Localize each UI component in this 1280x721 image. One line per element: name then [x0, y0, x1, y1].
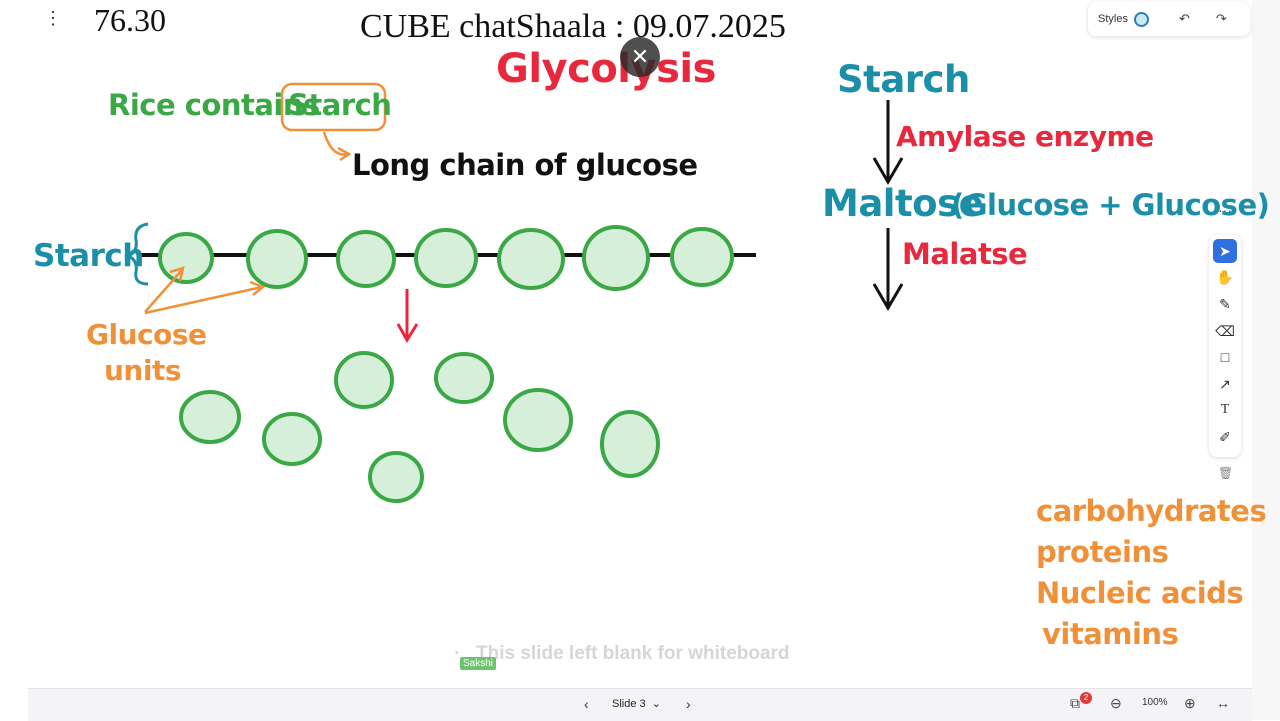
starch-left-label: Starch [33, 238, 144, 274]
pointer-arrow-starch-head [337, 146, 352, 162]
menu-dots-icon[interactable]: ⋮ [44, 8, 62, 28]
zoom-level: 100% [1142, 697, 1168, 708]
chain-circle [414, 228, 478, 288]
slide-selector[interactable]: Slide 3 ⌄ [612, 698, 661, 710]
glucose-units-line1: Glucose [86, 318, 207, 351]
tool-palette: ➤ ✋ ✎ ⌫ □ ↗ T ✐ [1209, 235, 1241, 457]
glucose-pointer-arrow [144, 285, 263, 315]
chain-circle [336, 230, 396, 288]
rice-contains-label: Rice contains [108, 88, 320, 122]
free-glucose-circle [503, 388, 573, 452]
chain-circle [582, 225, 650, 291]
fit-width-icon[interactable]: ↔ [1216, 695, 1230, 711]
starch-brace [123, 222, 149, 286]
free-glucose-circle [368, 451, 424, 503]
notification-badge: 2 [1080, 692, 1092, 704]
pathway-arrow-2-head [872, 283, 904, 311]
rectangle-icon[interactable]: □ [1220, 349, 1230, 365]
arrow-icon[interactable]: ↗ [1219, 375, 1231, 392]
pencil-icon[interactable]: ✎ [1219, 295, 1231, 312]
chain-circle [670, 227, 734, 287]
text-icon[interactable]: T [1220, 402, 1230, 417]
starch-boxed-label: Starch [288, 88, 392, 122]
counter-value: 76.30 [94, 2, 166, 38]
zoom-out-icon[interactable]: ⊖ [1110, 695, 1122, 711]
note-icon[interactable]: ✐ [1219, 428, 1231, 445]
style-toolbar: Styles ↶ ↷ [1088, 2, 1250, 36]
chain-circle [246, 229, 308, 289]
undo-icon[interactable]: ↶ [1178, 11, 1190, 26]
layers-icon[interactable]: ⧉ [1070, 695, 1080, 711]
page-title: CUBE chatShaala : 09.07.2025 [360, 8, 786, 45]
chain-circle [158, 232, 214, 284]
more-options-icon[interactable]: ··· [1218, 202, 1232, 218]
glucose-pointer-arrow-head [169, 266, 185, 282]
free-glucose-circle [434, 352, 494, 404]
free-glucose-circle [600, 410, 660, 478]
select-arrow-icon[interactable]: ➤ [1213, 239, 1237, 263]
color-swatch[interactable] [1133, 11, 1149, 27]
next-slide-icon[interactable]: › [686, 696, 691, 712]
nutrient-item: vitamins [1042, 617, 1179, 651]
maltose-label: Maltose [822, 182, 984, 225]
pointer-arrow-starch [322, 131, 349, 156]
redo-icon[interactable]: ↷ [1215, 11, 1227, 26]
chain-circle [497, 228, 565, 290]
maltose-detail-label: (Glucose + Glucose) [951, 188, 1270, 222]
nutrient-item: carbohydrates [1036, 494, 1267, 528]
free-glucose-circle [262, 412, 322, 466]
prev-slide-icon[interactable]: ‹ [584, 696, 589, 712]
left-margin [0, 0, 28, 720]
right-margin [1252, 0, 1280, 720]
amylase-label: Amylase enzyme [896, 120, 1154, 153]
glucose-pointer-arrow-head [249, 280, 266, 296]
glucose-pointer-arrow [144, 269, 183, 313]
hand-icon[interactable]: ✋ [1216, 268, 1234, 285]
styles-button[interactable]: Styles [1098, 13, 1128, 25]
trash-icon[interactable]: 🗑 [1218, 466, 1234, 480]
blank-slide-note: This slide left blank for whiteboard [476, 643, 790, 664]
glycolysis-label: Glycolysis [496, 46, 716, 92]
user-cursor-tag: Sakshi [460, 657, 497, 670]
free-glucose-circle [334, 351, 394, 409]
starch-box-outline [280, 82, 387, 132]
glucose-units-line2: units [104, 354, 182, 387]
close-button[interactable]: ✕ [620, 37, 660, 77]
eraser-icon[interactable]: ⌫ [1215, 322, 1235, 339]
nutrient-item: Nucleic acids [1036, 576, 1244, 610]
nutrient-item: proteins [1036, 535, 1169, 569]
starch-right-label: Starch [837, 58, 970, 101]
slide-label: Slide 3 [612, 698, 646, 710]
bottom-toolbar: ‹ Slide 3 ⌄ › ⧉ ⊖ 100% ⊕ ↔ [28, 688, 1252, 721]
malatse-label: Malatse [902, 237, 1028, 271]
zoom-in-icon[interactable]: ⊕ [1184, 695, 1196, 711]
pathway-arrow-1-head [872, 157, 904, 185]
bullet-icon: • [455, 648, 459, 659]
breakdown-arrow-head [396, 323, 419, 343]
long-chain-label: Long chain of glucose [352, 148, 698, 182]
free-glucose-circle [179, 390, 241, 444]
